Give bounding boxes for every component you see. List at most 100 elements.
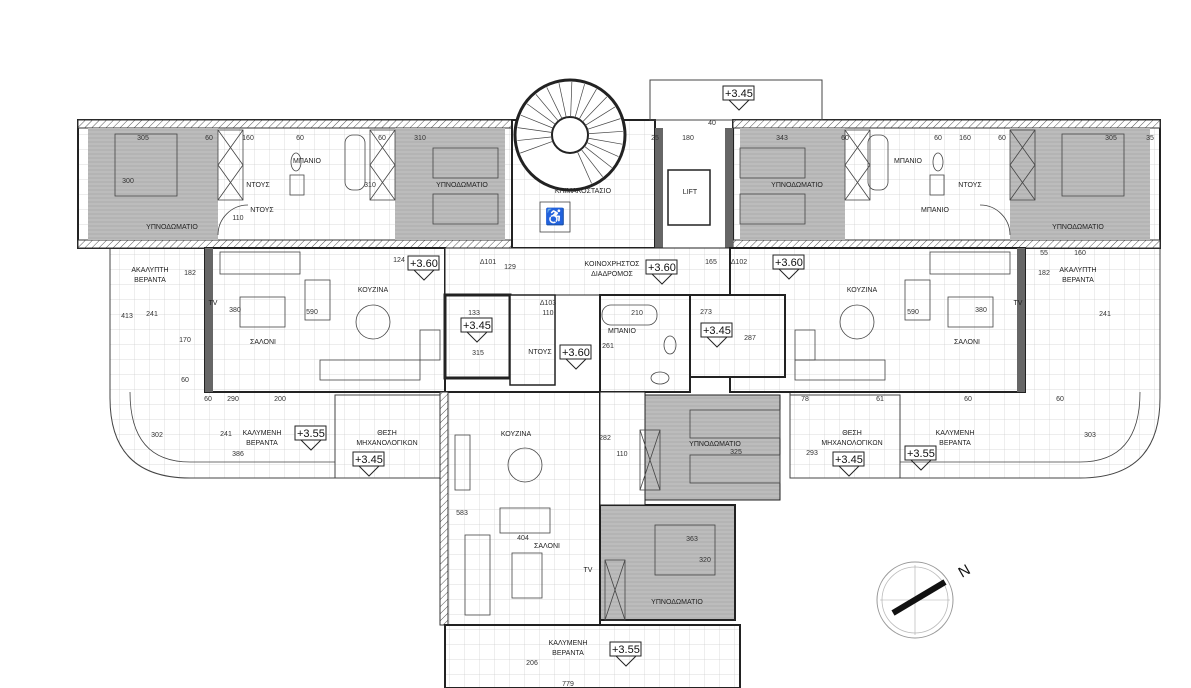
room-label: ΘΕΣΗ [377,430,397,437]
room-label: TV [1014,300,1023,307]
level-marker: +3.45 [703,325,731,337]
stair-step [578,88,597,120]
dimension-label: 305 [137,135,149,142]
room-label: ΒΕΡΑΝΤΑ [1062,277,1094,284]
stair-step [520,140,554,154]
room-label: ΚΑΛΥΜΕΝΗ [549,640,588,647]
room-label: ΘΕΣΗ [842,430,862,437]
dimension-label: 129 [504,264,516,271]
level-marker-triangle [357,465,381,477]
room-label: TV [584,567,593,574]
compass-north-label: N [956,561,974,581]
level-marker-triangle [412,269,436,281]
dimension-label: 60 [205,135,213,142]
dimension-label: 310 [414,135,426,142]
bedroom-1 [88,128,218,240]
dimension-label: 160 [1074,250,1086,257]
bedroom-4 [1010,128,1150,240]
dimension-label: 303 [1084,432,1096,439]
room-label: ΚΟΥΖΙΝΑ [358,287,389,294]
level-marker: +3.45 [835,454,863,466]
level-marker-triangle [777,268,801,280]
room-label: ΜΠΑΝΙΟ [293,158,322,165]
room-label: ΑΚΑΛΥΠΤΗ [131,267,168,274]
room-label: ΜΠΑΝΙΟ [608,328,637,335]
level-marker-triangle [727,99,751,111]
room-label: ΒΕΡΑΝΤΑ [552,650,584,657]
dimension-label: Δ101 [480,259,496,266]
dimension-label: 78 [801,396,809,403]
dimension-label: 241 [1099,311,1111,318]
dimension-label: 60 [378,135,386,142]
dimension-label: 210 [631,310,643,317]
stair-step [583,145,612,168]
room-label: ΔΙΑΔΡΟΜΟΣ [591,271,633,278]
room-label: ΒΕΡΑΝΤΑ [246,440,278,447]
room-label: ΚΑΛΥΜΕΝΗ [243,430,282,437]
level-marker: +3.45 [355,454,383,466]
dimension-label: 380 [229,307,241,314]
level-marker-triangle [705,336,729,348]
dimension-label: 404 [517,535,529,542]
stair-step [586,142,619,157]
dimension-label: 182 [184,270,196,277]
room-label: ΥΠΝΟΔΩΜΑΤΙΟ [1052,224,1104,231]
dimension-label: 206 [526,660,538,667]
dimension-label: 200 [274,396,286,403]
dimension-label: 282 [599,435,611,442]
dimension-label: 413 [121,313,133,320]
room-label: ΥΠΝΟΔΩΜΑΤΙΟ [436,182,488,189]
room-label: ΚΟΙΝΟΧΡΗΣΤΟΣ [585,261,641,268]
level-marker-triangle [614,655,638,667]
stair-step [526,103,556,125]
level-marker: +3.45 [725,88,753,100]
room-label: ΒΕΡΑΝΤΑ [134,277,166,284]
stair-step [587,137,623,145]
dimension-label: 61 [876,396,884,403]
dimension-label: 110 [616,451,627,458]
dimension-label: 170 [179,337,191,344]
level-marker: +3.45 [463,320,491,332]
dimension-label: 386 [232,451,244,458]
dimension-label: 55 [1040,250,1048,257]
room-label: ΣΑΛΟΝΙ [250,339,276,346]
dimension-label: 315 [472,350,484,357]
dimension-label: 60 [204,396,212,403]
room-label: ΝΤΟΥΣ [246,182,270,189]
room-label: ΝΤΟΥΣ [528,349,552,356]
dimension-label: 343 [776,135,788,142]
room-label: ΜΠΑΝΙΟ [921,207,950,214]
dimension-label: 25 [651,135,659,142]
level-marker: +3.60 [562,347,590,359]
stair-step [570,82,573,118]
veranda-bottom [444,624,741,688]
room-label: ΚΑΛΥΜΕΝΗ [936,430,975,437]
dimension-label: 40 [708,120,716,127]
dimension-label: 241 [146,311,158,318]
level-marker: +3.60 [775,257,803,269]
dimension-label: 110 [232,215,243,222]
room-label: ΣΑΛΟΝΙ [534,543,560,550]
dimension-label: 293 [806,450,818,457]
dimension-label: 60 [296,135,304,142]
dimension-label: 133 [468,310,480,317]
stair-step [517,127,553,133]
lift-shaft[interactable] [667,169,711,226]
dimension-label: 590 [907,309,919,316]
level-marker-triangle [465,331,489,343]
room-label: ΜΗΧΑΝΟΛΟΓΙΚΩΝ [356,440,417,447]
room-label: ΣΑΛΟΝΙ [954,339,980,346]
dimension-label: 310 [364,182,376,189]
dimension-label: 60 [181,377,189,384]
dimension-label: 290 [227,396,239,403]
room-label: LIFT [683,189,698,196]
dimension-label: 35 [1146,135,1154,142]
dimension-label: 325 [730,449,742,456]
level-marker-triangle [650,273,674,285]
dimension-label: 779 [562,681,574,688]
dimension-label: 300 [122,178,134,185]
level-marker: +3.55 [907,448,935,460]
dimension-label: 60 [1056,396,1064,403]
room-label: ΥΠΝΟΔΩΜΑΤΙΟ [689,441,741,448]
